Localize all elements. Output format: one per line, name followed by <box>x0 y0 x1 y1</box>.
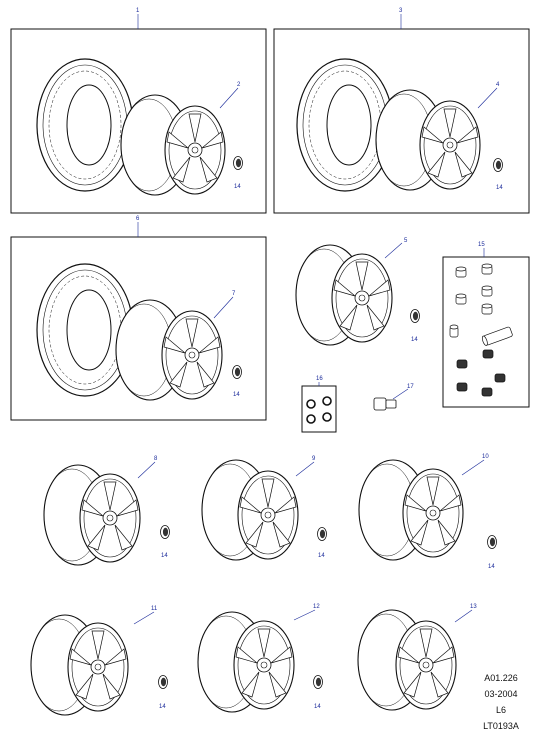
kit-frame-3 <box>273 28 530 214</box>
diagram-model: L6 <box>495 705 506 715</box>
wheel-8-face <box>79 473 141 563</box>
callout-5: 5 <box>404 238 408 244</box>
callout-15: 15 <box>478 242 485 248</box>
callout-13: 13 <box>470 604 477 610</box>
callout-2: 2 <box>237 82 241 88</box>
callout-4: 4 <box>496 82 500 88</box>
wheel-9-face <box>237 470 299 560</box>
center-cap-14f <box>317 527 327 541</box>
wheel-12-face <box>233 620 295 710</box>
callout-11: 11 <box>151 606 158 612</box>
wheel-13-face <box>395 620 457 710</box>
wheel-4-face <box>419 100 481 190</box>
diagram-code: LT0193A <box>483 721 519 731</box>
callout-14-d: 14 <box>411 337 418 343</box>
wheel-nut-set <box>449 263 513 397</box>
center-cap-14g <box>487 535 497 549</box>
center-cap-14b <box>493 158 503 172</box>
callout-8: 8 <box>154 456 158 462</box>
center-cap-14 <box>233 156 243 170</box>
callout-14-c: 14 <box>233 392 240 398</box>
callout-14-h: 14 <box>159 704 166 710</box>
callout-9: 9 <box>312 456 316 462</box>
callout-6: 6 <box>136 216 140 222</box>
washer-kit-frame <box>301 385 337 433</box>
callout-12: 12 <box>313 604 320 610</box>
center-cap-14d <box>410 309 420 323</box>
callout-10: 10 <box>482 454 489 460</box>
tyre-1 <box>36 58 134 192</box>
center-cap-14e <box>160 525 170 539</box>
callout-14-a: 14 <box>234 184 241 190</box>
kit-frame-1 <box>10 28 267 214</box>
callout-3: 3 <box>399 8 403 14</box>
callout-14-f: 14 <box>318 553 325 559</box>
callout-1: 1 <box>136 8 140 14</box>
wheel-nut-kit-frame <box>442 256 530 408</box>
wheel-5-face <box>331 253 393 343</box>
wheel-10-face <box>402 468 464 558</box>
callout-16: 16 <box>316 376 323 382</box>
kit-frame-6 <box>10 236 267 421</box>
callout-7: 7 <box>232 291 236 297</box>
callout-17: 17 <box>407 384 414 390</box>
center-cap-14h <box>158 675 168 689</box>
wheel-7-face <box>161 310 223 400</box>
locking-wheel-nut-17 <box>373 397 397 411</box>
callout-14-g: 14 <box>488 564 495 570</box>
callout-14-e: 14 <box>161 553 168 559</box>
diagram-ref: A01.226 <box>484 673 518 683</box>
callout-14-b: 14 <box>496 185 503 191</box>
center-cap-14i <box>313 675 323 689</box>
washer-set <box>306 396 332 424</box>
wheel-2-face <box>164 105 226 195</box>
center-cap-14c <box>232 365 242 379</box>
wheel-11-face <box>67 622 129 712</box>
callout-14-i: 14 <box>314 704 321 710</box>
diagram-date: 03-2004 <box>484 689 518 699</box>
